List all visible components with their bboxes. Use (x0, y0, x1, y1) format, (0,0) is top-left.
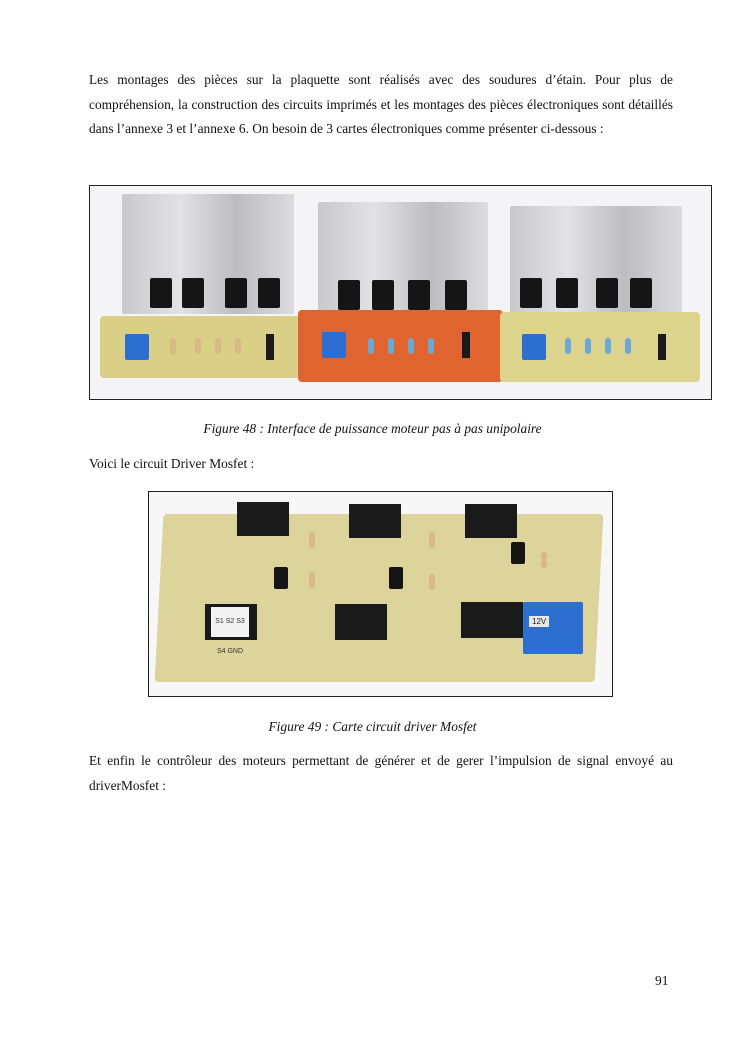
page-number: 91 (655, 973, 669, 988)
figure-49-caption: Figure 49 : Carte circuit driver Mosfet (268, 719, 477, 734)
controller-intro-paragraph: Et enfin le contrôleur des moteurs perme… (89, 753, 673, 793)
connector-label: S1 S2 S3 S4 GND (211, 607, 249, 655)
figure-49-photo: S1 S2 S3 S4 GND 12V (148, 491, 613, 697)
figure-48-caption: Figure 48 : Interface de puissance moteu… (203, 421, 542, 436)
driver-intro-paragraph: Voici le circuit Driver Mosfet : (89, 456, 255, 471)
terminal-label: 12V (529, 616, 550, 627)
intro-paragraph: Les montages des pièces sur la plaquette… (89, 72, 673, 136)
figure-48-photo (89, 185, 712, 400)
